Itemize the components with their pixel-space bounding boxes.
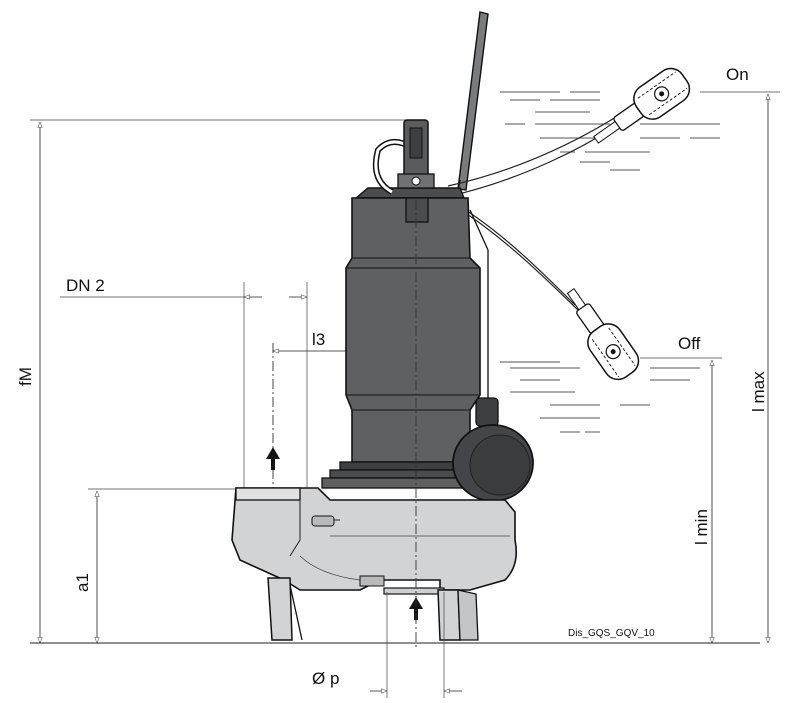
label-on: On — [726, 65, 749, 84]
label-dn2: DN 2 — [66, 276, 105, 295]
dimension-a1: a1 — [73, 488, 240, 644]
water-lines-lower — [500, 361, 700, 433]
flow-arrow-inlet — [409, 597, 423, 620]
water-lines-upper — [500, 91, 720, 171]
label-lmax: l max — [749, 371, 768, 412]
dimension-dn2: DN 2 — [60, 276, 308, 490]
dimension-lmin: Off l min — [640, 334, 722, 644]
dimension-op: Ø p — [312, 592, 462, 698]
float-ball — [452, 397, 534, 502]
dimension-fm: fM — [16, 119, 420, 644]
pump-feet — [267, 577, 479, 641]
label-lmin: l min — [692, 509, 711, 545]
flow-arrow-outlet — [266, 447, 280, 470]
drawing-code: Dis_GQS_GQV_10 — [568, 628, 655, 639]
pump-volute — [231, 487, 518, 595]
label-l3: l3 — [312, 330, 325, 349]
lifting-handle — [372, 119, 435, 223]
discharge-rod — [439, 11, 489, 216]
float-switch-upper — [593, 67, 691, 144]
label-fm: fM — [16, 367, 35, 386]
label-a1: a1 — [73, 573, 92, 592]
dimension-lmax: On l max — [700, 65, 780, 644]
float-switch-lower — [566, 288, 640, 381]
label-op: Ø p — [312, 669, 339, 688]
label-off: Off — [678, 334, 701, 353]
